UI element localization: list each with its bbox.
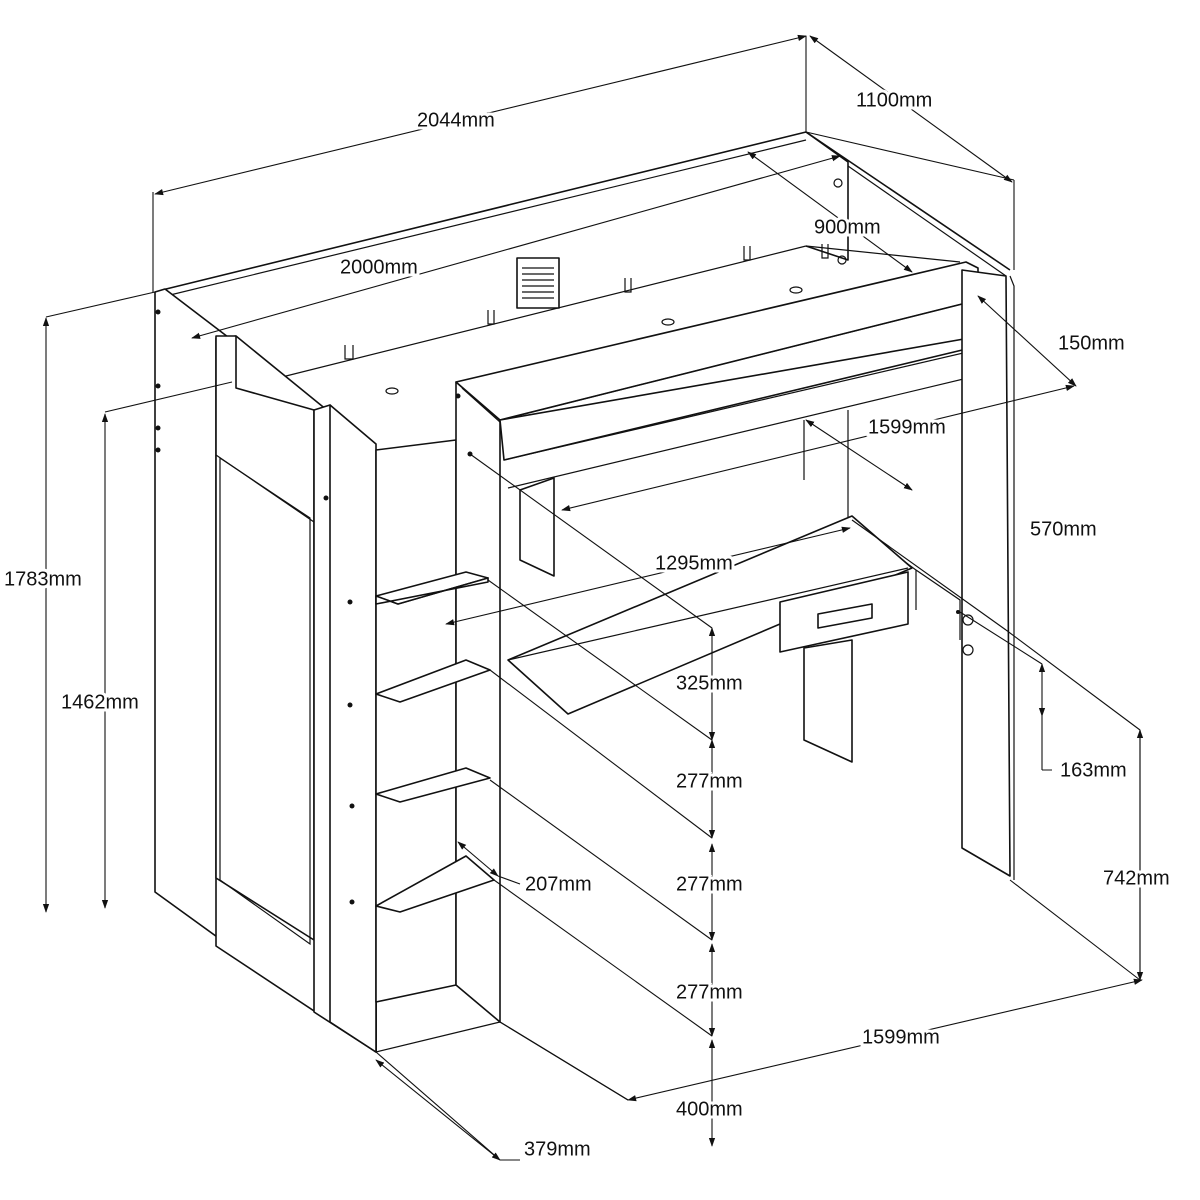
label-step-height: 400mm: [676, 1098, 743, 1120]
label-overall-depth: 1100mm: [856, 89, 932, 111]
label-desk-height: 742mm: [1103, 867, 1170, 889]
dimension-labels: 2044mm 1100mm 900mm 2000mm 150mm 1599mm …: [1, 86, 1173, 1160]
label-shelf-gap-4: 277mm: [676, 981, 743, 1003]
bookshelf-ladder: [375, 381, 501, 1023]
label-mattress-depth: 900mm: [814, 216, 881, 238]
label-shelf-gap-2: 277mm: [676, 770, 743, 792]
label-shelf-gap-3: 277mm: [676, 873, 743, 895]
label-shelf-depth: 207mm: [525, 873, 592, 895]
label-desk-depth: 570mm: [1030, 518, 1097, 540]
label-overall-length: 2044mm: [417, 109, 495, 131]
vent-grille: [516, 257, 560, 309]
label-wardrobe-depth: 379mm: [524, 1138, 591, 1160]
label-shelf-gap-top: 325mm: [676, 672, 743, 694]
label-mattress-length: 2000mm: [340, 256, 418, 278]
label-base-width: 1599mm: [862, 1026, 940, 1048]
label-drawer-height: 163mm: [1060, 759, 1127, 781]
label-desk-length: 1295mm: [655, 552, 733, 574]
end-post-left: [154, 288, 377, 1053]
dimension-lines: [42, 34, 1144, 1161]
label-desk-width: 1599mm: [868, 416, 946, 438]
label-under-height: 1462mm: [61, 691, 139, 713]
label-overall-height: 1783mm: [4, 568, 82, 590]
label-guard-height: 150mm: [1058, 332, 1125, 354]
